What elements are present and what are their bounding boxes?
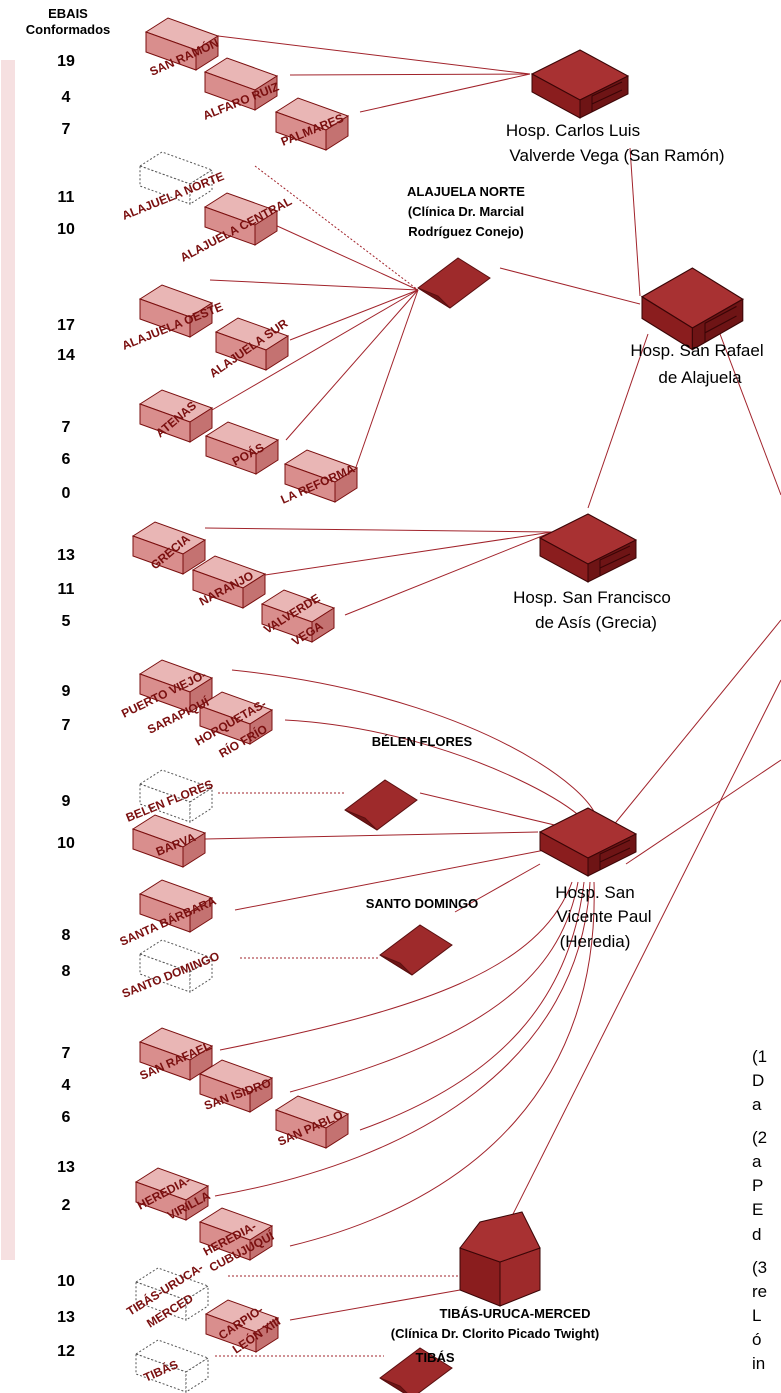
side-note: re [752, 1282, 767, 1301]
side-note: P [752, 1176, 763, 1195]
side-note: L [752, 1306, 761, 1325]
side-note: in [752, 1354, 765, 1373]
hospital-san-rafael-line2: de Alajuela [658, 368, 742, 387]
hospital-san-francisco [539, 513, 637, 583]
count-value: 10 [57, 835, 75, 852]
box-poas [205, 421, 279, 475]
clinic-belen-flores [344, 779, 418, 831]
count-value: 10 [57, 221, 75, 238]
clinic-label-tibas: TIBÁS [416, 1350, 455, 1365]
hospital-san-rafael [641, 267, 744, 351]
clinic-label-tibas-uruca-1: TIBÁS-URUCA-MERCED [440, 1306, 591, 1321]
hospital-san-vicente-line3: (Heredia) [560, 932, 631, 951]
count-value: 19 [57, 53, 75, 70]
hospital-san-vicente-line2: Vicente Paul [556, 907, 651, 926]
header-conformados: Conformados [26, 22, 111, 37]
hospital-san-vicente [539, 807, 637, 877]
count-value: 5 [62, 613, 71, 630]
side-note: d [752, 1225, 761, 1244]
count-value: 7 [62, 1045, 71, 1062]
count-value: 6 [62, 451, 71, 468]
count-value: 13 [57, 1159, 75, 1176]
hospital-carlos-luis-line1: Hosp. Carlos Luis [506, 121, 640, 140]
side-note: a [752, 1152, 762, 1171]
count-value: 7 [62, 121, 71, 138]
clinic-label-belen-flores: BÉLEN FLORES [372, 734, 473, 749]
count-value: 11 [58, 189, 75, 206]
side-note: (1 [752, 1047, 767, 1066]
side-note: (3 [752, 1258, 767, 1277]
hospital-carlos-luis [531, 49, 629, 119]
side-note: (2 [752, 1128, 767, 1147]
clinic-label-alajuela-norte-2: (Clínica Dr. Marcial [408, 204, 524, 219]
count-value: 13 [57, 547, 75, 564]
count-value: 14 [57, 347, 75, 364]
clinic-label-alajuela-norte-1: ALAJUELA NORTE [407, 184, 525, 199]
ebais-counts: 19 4 7 11 10 17 14 7 6 0 13 11 5 9 7 9 1… [57, 53, 75, 1360]
count-value: 9 [62, 683, 71, 700]
count-value: 4 [62, 1077, 71, 1094]
side-notes: (1 D a (2 a P E d (3 re L ó in [752, 1047, 767, 1373]
side-note: E [752, 1200, 763, 1219]
side-note: D [752, 1071, 764, 1090]
count-value: 9 [62, 793, 71, 810]
hospital-san-francisco-line1: Hosp. San Francisco [513, 588, 671, 607]
side-note: ó [752, 1330, 761, 1349]
count-value: 7 [62, 717, 71, 734]
count-value: 7 [62, 419, 71, 436]
clinic-santo-domingo [379, 924, 453, 976]
side-note: a [752, 1095, 762, 1114]
count-value: 8 [62, 927, 71, 944]
clinic-label-alajuela-norte-3: Rodríguez Conejo) [408, 224, 524, 239]
connection-lines [204, 35, 781, 1357]
clinic-label-santo-domingo: SANTO DOMINGO [366, 896, 478, 911]
count-value: 8 [62, 963, 71, 980]
clinic-alajuela-norte [417, 257, 491, 309]
count-value: 10 [57, 1273, 75, 1290]
count-value: 17 [57, 317, 75, 334]
count-value: 6 [62, 1109, 71, 1126]
count-value: 2 [62, 1197, 71, 1214]
count-value: 13 [57, 1309, 75, 1326]
hospital-carlos-luis-line2: Valverde Vega (San Ramón) [509, 146, 724, 165]
count-value: 4 [62, 89, 71, 106]
clinic-tibas-uruca-merced [459, 1211, 541, 1307]
count-value: 0 [62, 485, 71, 502]
hospital-san-rafael-line1: Hosp. San Rafael [630, 341, 763, 360]
count-value: 12 [57, 1343, 75, 1360]
count-value: 11 [58, 581, 75, 598]
hospital-san-vicente-line1: Hosp. San [555, 883, 634, 902]
hospital-san-francisco-line2: de Asís (Grecia) [535, 613, 657, 632]
header-ebais: EBAIS [48, 6, 88, 21]
clinic-label-tibas-uruca-2: (Clínica Dr. Clorito Picado Twight) [391, 1326, 600, 1341]
